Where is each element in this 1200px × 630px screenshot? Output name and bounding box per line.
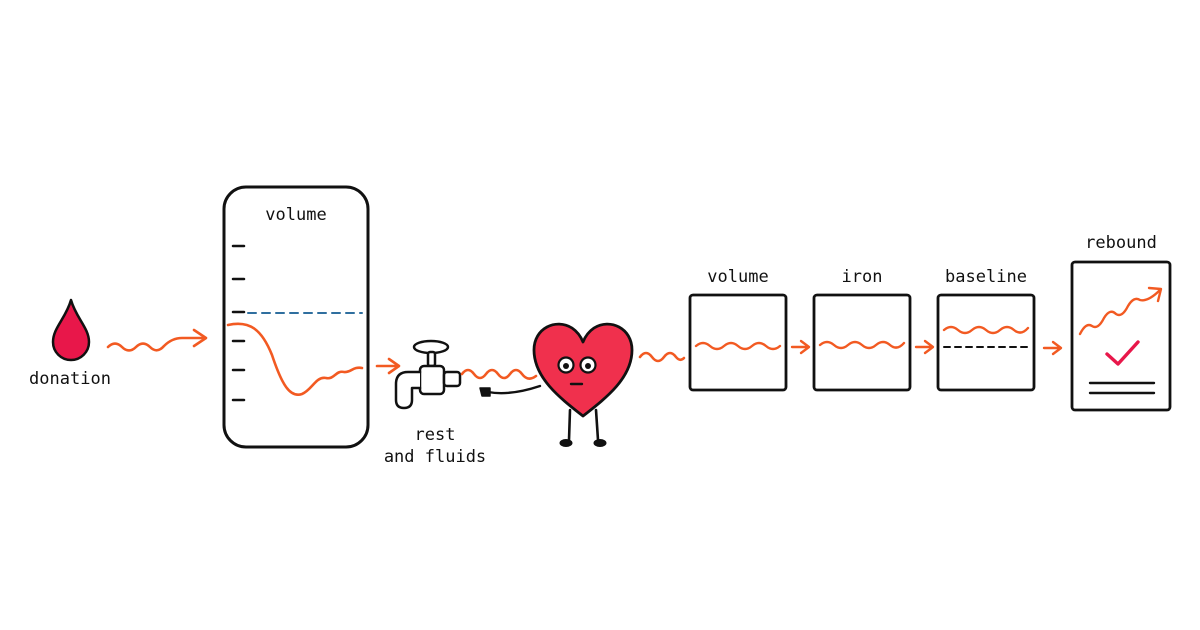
panel-volume	[688, 293, 788, 392]
rebound-card	[1070, 260, 1172, 412]
panel-iron-wave	[818, 340, 906, 350]
flow-wave-4	[638, 351, 686, 363]
volume-dip-curve	[226, 322, 364, 396]
flow-wave-3	[460, 368, 538, 380]
cylinder-tick-marks	[231, 244, 246, 402]
flow-arrow-7	[1042, 340, 1063, 356]
flow-arrowhead-1	[192, 328, 208, 348]
faucet-icon	[394, 339, 462, 410]
flow-wave-1	[106, 336, 207, 352]
label-rebound: rebound	[1085, 233, 1157, 253]
label-panel-volume: volume	[707, 267, 769, 287]
panel-iron	[812, 293, 912, 392]
label-volume-tank: volume	[265, 205, 327, 225]
label-panel-baseline: baseline	[945, 267, 1027, 287]
flow-arrow-6	[914, 339, 935, 355]
heart-character-icon	[479, 322, 634, 447]
panel-baseline	[936, 293, 1036, 392]
panel-baseline-wave	[942, 325, 1030, 335]
label-donation: donation	[29, 369, 111, 389]
panel-volume-wave	[694, 341, 782, 351]
label-panel-iron: iron	[841, 267, 883, 287]
rebound-arrowhead	[1147, 286, 1163, 303]
flow-arrow-2	[375, 357, 401, 375]
rebound-rising-line	[1078, 288, 1162, 336]
measuring-cylinder-icon	[222, 185, 370, 449]
blood-drop-icon	[51, 298, 91, 362]
label-rest-and-fluids: rest and fluids	[383, 425, 487, 467]
checkmark-icon	[1105, 340, 1140, 366]
flow-arrow-5	[790, 339, 811, 355]
